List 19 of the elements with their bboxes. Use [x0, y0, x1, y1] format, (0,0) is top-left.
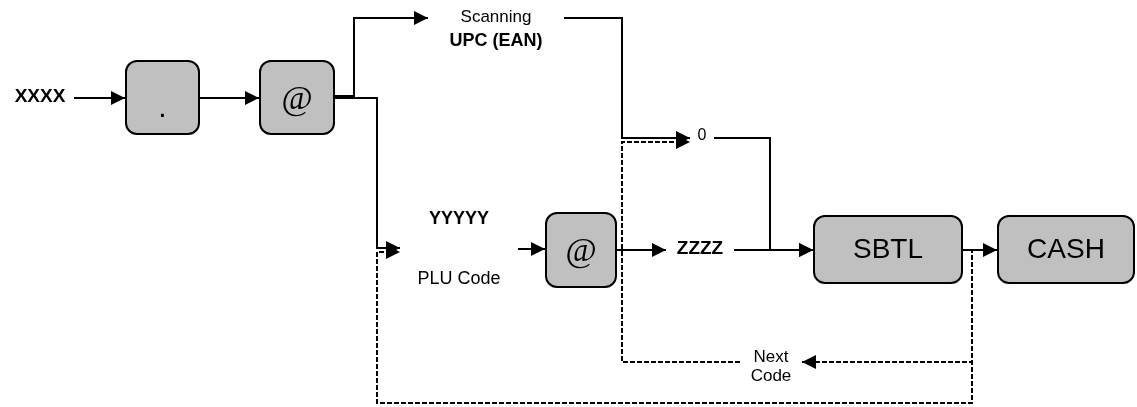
arrow: [199, 91, 260, 105]
step-label: PLU Code: [417, 269, 501, 289]
key-button: @: [545, 212, 617, 288]
key-button: @: [259, 60, 335, 135]
step-label: Scanning: [460, 8, 532, 27]
key-button: CASH: [997, 215, 1135, 284]
step-label: UPC (EAN): [449, 30, 543, 51]
arrow: [517, 242, 546, 256]
step-label: ZZZZ: [676, 238, 724, 259]
step-label: Next Code: [749, 348, 793, 386]
key-button: .: [125, 60, 200, 135]
step-label: YYYYY: [429, 209, 489, 229]
arrow: [616, 243, 667, 257]
step-label: 0: [697, 126, 707, 144]
arrow: [733, 243, 814, 257]
step-label: XXXX: [14, 86, 66, 107]
arrow: [334, 11, 429, 97]
arrow: [73, 91, 126, 105]
key-button: SBTL: [813, 215, 963, 284]
